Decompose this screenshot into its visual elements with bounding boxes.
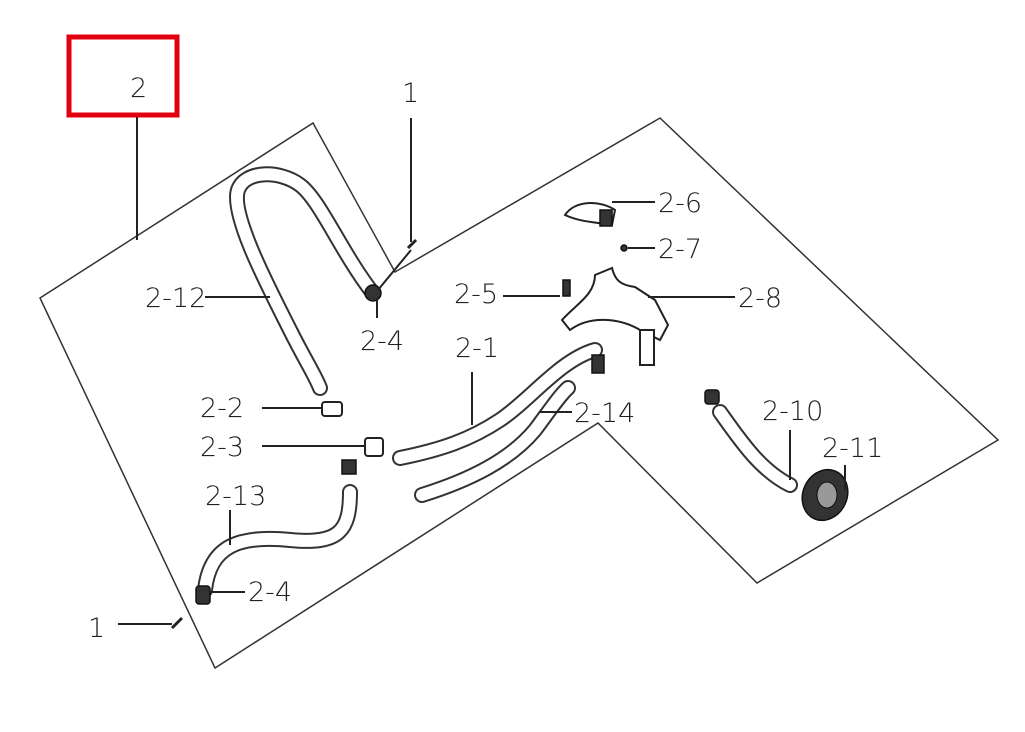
screw-2-7 [620,244,628,252]
clamp-2-4-bottom [195,585,211,605]
spring-2-10 [704,389,720,405]
hose-2-13 [197,484,358,598]
label-2-5: 2-5 [454,279,498,310]
label-2-2: 2-2 [200,393,244,424]
clamp-2-4-top [364,284,382,302]
nozzle-2-8 [639,329,655,366]
label-2-14: 2-14 [574,398,635,429]
assembly-outline [39,117,1000,670]
label-2-8: 2-8 [738,283,782,314]
coupler-face [816,481,838,509]
handle-2-8 [560,266,670,342]
label-2-11: 2-11 [822,433,883,464]
valve-2-6 [599,209,613,227]
label-2-12: 2-12 [145,283,206,314]
label-2-6: 2-6 [658,188,702,219]
fitting-2-2 [321,401,343,417]
hose-2-10 [712,404,798,493]
fitting-2-3 [364,437,384,457]
spring-2-1 [591,354,605,374]
hose-2-12 [228,166,380,396]
screw-1-top [406,238,418,250]
spring-part [341,459,357,475]
screw-1-bottom [170,616,184,630]
label-2-1: 2-1 [455,333,499,364]
assembly-label: 2 [130,73,147,104]
label-2-7: 2-7 [658,234,702,265]
pin-2-5 [562,279,571,297]
label-2-3: 2-3 [200,432,244,463]
label-2-4-top: 2-4 [360,326,404,357]
label-1-top: 1 [402,78,419,109]
hose-2-1 [392,342,603,466]
label-2-4-bottom: 2-4 [248,577,292,608]
label-2-10: 2-10 [762,396,823,427]
label-1-bottom: 1 [88,613,105,644]
label-2-13: 2-13 [205,481,266,512]
highlight-box[interactable] [66,34,180,118]
hose-2-14 [414,380,576,503]
